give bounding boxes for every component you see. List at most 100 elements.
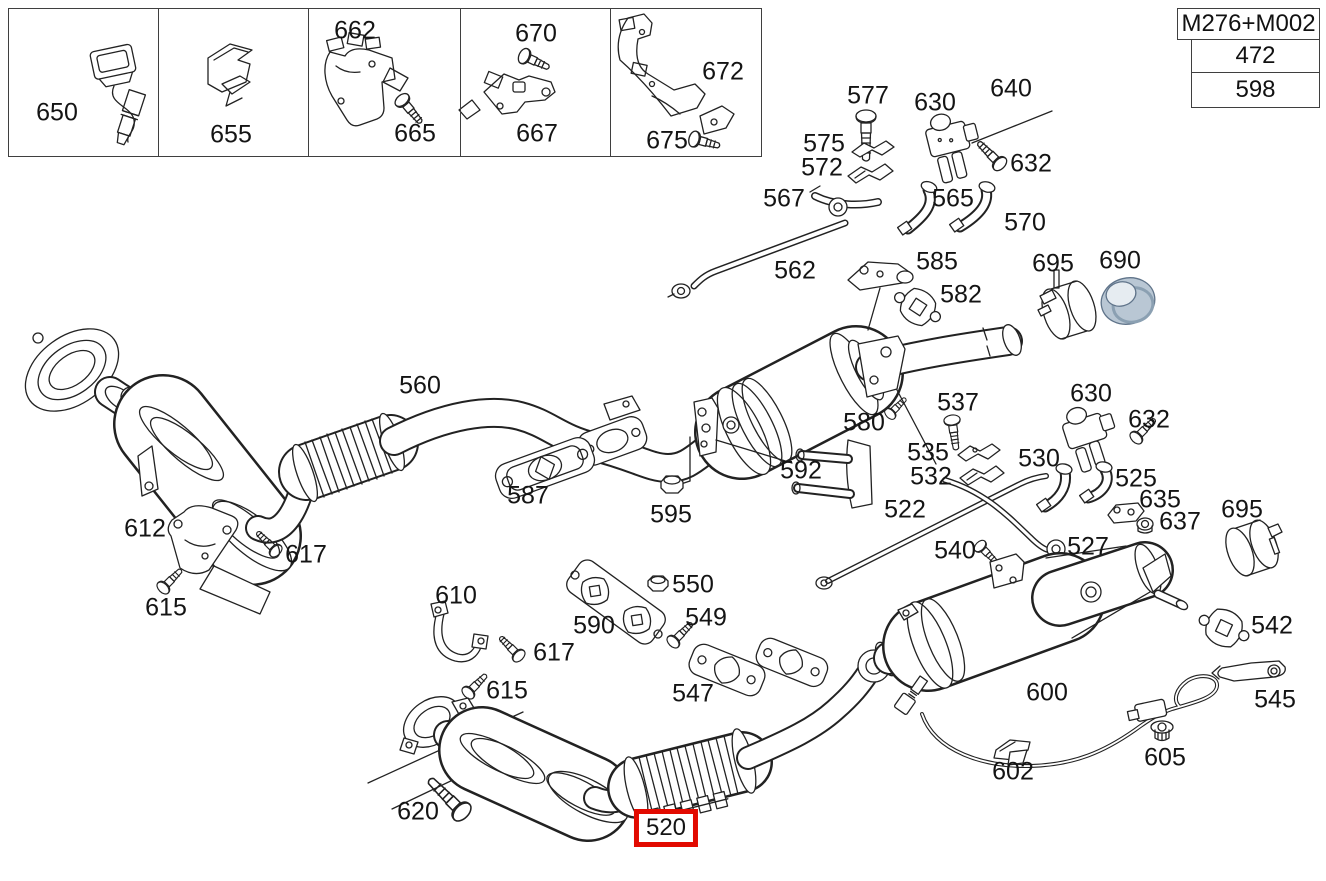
part-567-pipe[interactable] — [809, 185, 882, 217]
callout-590[interactable]: 590 — [573, 611, 615, 640]
callout-672[interactable]: 672 — [702, 57, 744, 86]
thumb-672-bracket[interactable] — [617, 13, 735, 135]
part-577-bolt[interactable] — [855, 109, 877, 162]
part-585-bracket[interactable] — [847, 261, 914, 331]
callout-572[interactable]: 572 — [801, 153, 843, 182]
callout-549[interactable]: 549 — [685, 603, 727, 632]
thumbnail-cell-662-665[interactable] — [308, 8, 461, 157]
callout-655[interactable]: 655 — [210, 120, 252, 149]
callout-620[interactable]: 620 — [397, 797, 439, 826]
callout-635[interactable]: 635 — [1139, 485, 1181, 514]
callout-560[interactable]: 560 — [399, 371, 441, 400]
callout-527[interactable]: 527 — [1067, 532, 1109, 561]
part-615-bolt-mid[interactable] — [460, 670, 492, 702]
callout-667[interactable]: 667 — [516, 119, 558, 148]
part-695-clamp-rear[interactable] — [1220, 516, 1284, 579]
part-545-bracket[interactable] — [1211, 660, 1286, 682]
part-620-bolt[interactable] — [422, 772, 474, 824]
callout-695[interactable]: 695 — [1221, 495, 1263, 524]
callout-617[interactable]: 617 — [533, 638, 575, 667]
callout-525[interactable]: 525 — [1115, 464, 1157, 493]
thumb-675-bolt[interactable] — [687, 130, 722, 154]
callout-580[interactable]: 580 — [843, 408, 885, 437]
thumb-650-oxygen-sensor[interactable] — [89, 43, 147, 147]
part-580-screw[interactable] — [883, 394, 910, 421]
part-632-bolt-top[interactable] — [973, 137, 1009, 173]
part-575-clip[interactable] — [851, 140, 895, 158]
part-532-clip[interactable] — [959, 465, 1005, 486]
part-592-bracket[interactable] — [791, 439, 873, 509]
callout-537[interactable]: 537 — [937, 388, 979, 417]
thumb-667-bracket[interactable] — [458, 70, 556, 120]
part-590-double-mount[interactable] — [563, 556, 669, 648]
callout-610[interactable]: 610 — [435, 581, 477, 610]
part-570-hose[interactable] — [948, 180, 996, 233]
callout-665[interactable]: 665 — [394, 119, 436, 148]
part-612-bracket[interactable] — [167, 505, 239, 575]
part-582-rubber-mount[interactable] — [893, 284, 942, 330]
callout-540[interactable]: 540 — [934, 536, 976, 565]
part-595-nut[interactable] — [660, 475, 684, 494]
thumb-665-bolt[interactable] — [393, 91, 427, 128]
part-547-mount-a[interactable] — [686, 641, 768, 699]
callout-605[interactable]: 605 — [1144, 743, 1186, 772]
callout-582[interactable]: 582 — [940, 280, 982, 309]
part-602-clip[interactable] — [993, 739, 1031, 766]
part-630-sensor-top[interactable] — [922, 107, 987, 185]
callout-530[interactable]: 530 — [1018, 444, 1060, 473]
callout-670[interactable]: 670 — [515, 19, 557, 48]
callout-562[interactable]: 562 — [774, 256, 816, 285]
thumb-662-bracket[interactable] — [324, 32, 409, 127]
part-560-front-pipe-assembly[interactable] — [10, 312, 1025, 615]
part-587-mount[interactable] — [492, 434, 598, 502]
callout-565[interactable]: 565 — [932, 184, 974, 213]
callout-547[interactable]: 547 — [672, 679, 714, 708]
callout-630[interactable]: 630 — [1070, 379, 1112, 408]
callout-690[interactable]: 690 — [1099, 246, 1141, 275]
callout-640[interactable]: 640 — [990, 74, 1032, 103]
part-542-rubber-mount[interactable] — [1197, 602, 1250, 654]
callout-695[interactable]: 695 — [1032, 249, 1074, 278]
callout-570[interactable]: 570 — [1004, 208, 1046, 237]
part-635-bracket[interactable] — [1107, 502, 1145, 524]
part-522-pipe[interactable] — [815, 473, 1049, 590]
callout-615[interactable]: 615 — [145, 593, 187, 622]
part-695-clamp-front[interactable] — [1037, 269, 1102, 342]
callout-615[interactable]: 615 — [486, 676, 528, 705]
callout-612[interactable]: 612 — [124, 514, 166, 543]
callout-542[interactable]: 542 — [1251, 611, 1293, 640]
callout-632[interactable]: 632 — [1128, 405, 1170, 434]
callout-545[interactable]: 545 — [1254, 685, 1296, 714]
callout-650[interactable]: 650 — [36, 98, 78, 127]
group-code-cell-472[interactable]: 472 — [1191, 39, 1320, 73]
callout-520-highlighted[interactable]: 520 — [633, 809, 699, 847]
callout-550[interactable]: 550 — [672, 570, 714, 599]
part-549-bolt[interactable] — [665, 618, 697, 650]
callout-595[interactable]: 595 — [650, 500, 692, 529]
part-630-sensor-mid[interactable] — [1058, 398, 1125, 474]
part-562-pipe[interactable] — [667, 219, 849, 299]
part-610-bracket[interactable] — [430, 600, 489, 663]
callout-577[interactable]: 577 — [847, 81, 889, 110]
group-code-cell-598[interactable]: 598 — [1191, 72, 1320, 108]
part-572-clip[interactable] — [847, 163, 894, 184]
thumbnail-cell-672-675[interactable] — [610, 8, 762, 157]
callout-592[interactable]: 592 — [780, 456, 822, 485]
part-565-hose[interactable] — [896, 180, 939, 236]
part-530-hose[interactable] — [1035, 463, 1073, 513]
callout-522[interactable]: 522 — [884, 495, 926, 524]
part-617-bolt-mid[interactable] — [495, 632, 527, 664]
callout-602[interactable]: 602 — [992, 757, 1034, 786]
model-code-cell[interactable]: M276+M002 — [1177, 8, 1320, 40]
callout-662[interactable]: 662 — [334, 16, 376, 45]
callout-575[interactable]: 575 — [803, 129, 845, 158]
part-535-clip[interactable] — [957, 443, 1001, 462]
callout-630[interactable]: 630 — [914, 88, 956, 117]
part-632-bolt-mid[interactable] — [1128, 414, 1160, 446]
part-547-mount-b[interactable] — [753, 635, 831, 690]
part-537-bolt[interactable] — [943, 414, 964, 451]
callout-637[interactable]: 637 — [1159, 507, 1201, 536]
part-615-bolt-left[interactable] — [155, 565, 187, 597]
part-617-bolt-left[interactable] — [252, 527, 284, 559]
part-690-seal-ring[interactable] — [1096, 272, 1160, 330]
